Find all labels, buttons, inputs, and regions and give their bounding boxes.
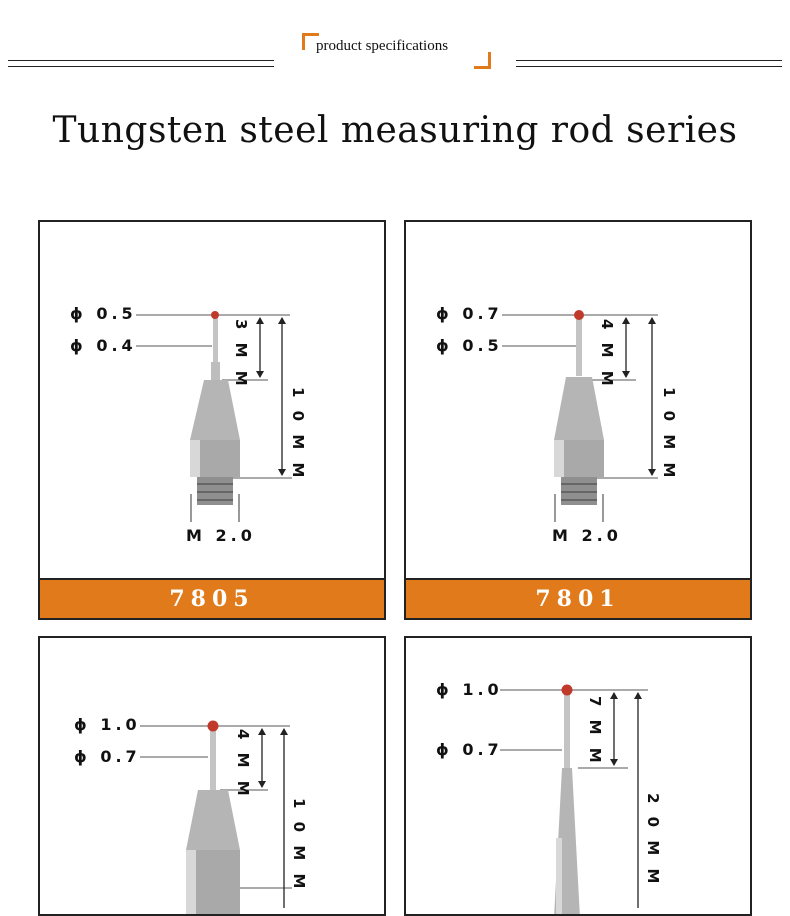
- total-length-label: 1 0 M M: [289, 387, 307, 482]
- short-length-label: 4 M M: [234, 729, 252, 800]
- header-rule-left-top: [8, 60, 274, 61]
- stem-diameter-label: ϕ 0.7: [436, 740, 503, 759]
- thread-label: M 2.0: [186, 526, 256, 545]
- short-length-label: 4 M M: [598, 319, 616, 390]
- short-length-label: 7 M M: [586, 696, 604, 767]
- model-number: 7805: [40, 578, 384, 618]
- section-label: product specifications: [316, 38, 449, 54]
- bracket-bottom-right-icon: [474, 52, 491, 69]
- product-card-3: ϕ 1.0 ϕ 0.7 4 M M 1 0 M M: [38, 636, 386, 916]
- total-length-label: 1 0 M M: [290, 798, 308, 893]
- total-length-label: 1 0 M M: [660, 387, 678, 482]
- ball-diameter-label: ϕ 1.0: [436, 680, 503, 699]
- bracket-top-left-icon: [302, 33, 319, 50]
- probe-drawing-1: [136, 311, 292, 522]
- stem-diameter-label: ϕ 0.7: [74, 747, 141, 766]
- probe-drawing-2: [502, 310, 658, 522]
- product-card-2: ϕ 0.7 ϕ 0.5 4 M M 1 0 M M M 2.0 7801: [404, 220, 752, 620]
- stem-diameter-label: ϕ 0.4: [70, 336, 137, 355]
- ball-diameter-label: ϕ 1.0: [74, 715, 141, 734]
- thread-label: M 2.0: [552, 526, 622, 545]
- ball-diameter-label: ϕ 0.5: [70, 304, 137, 323]
- total-length-label: 2 0 M M: [644, 793, 662, 888]
- ball-diameter-label: ϕ 0.7: [436, 304, 503, 323]
- header-rule-right-bottom: [516, 66, 782, 67]
- stem-diameter-label: ϕ 0.5: [436, 336, 503, 355]
- header-rule-left-bottom: [8, 66, 274, 67]
- probe-drawing-3: [140, 720, 292, 914]
- short-length-label: 3 M M: [232, 319, 250, 390]
- probe-drawing-4: [500, 684, 648, 914]
- product-card-4: ϕ 1.0 ϕ 0.7 7 M M 2 0 M M: [404, 636, 752, 916]
- header-rule-right-top: [516, 60, 782, 61]
- product-card-1: ϕ 0.5 ϕ 0.4 3 M M 1 0 M M M 2.0 7805: [38, 220, 386, 620]
- model-number: 7801: [406, 578, 750, 618]
- page-title: Tungsten steel measuring rod series: [52, 110, 738, 151]
